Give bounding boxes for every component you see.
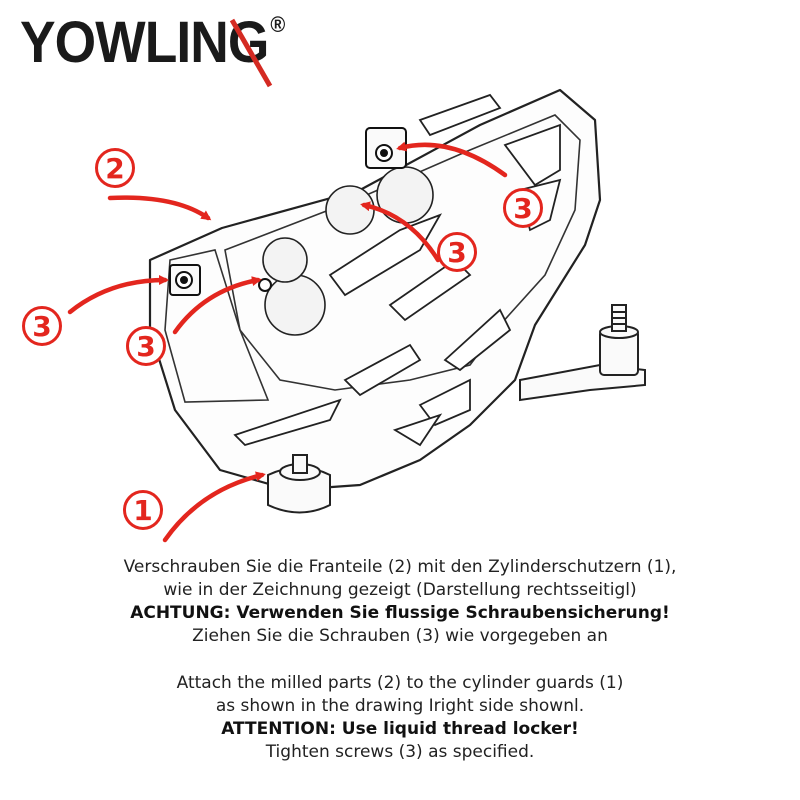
instructions: Verschrauben Sie die Franteile (2) mit d… bbox=[0, 556, 800, 764]
instruction-en-1: Attach the milled parts (2) to the cylin… bbox=[176, 673, 624, 693]
screw-center bbox=[258, 278, 272, 292]
inner-frame bbox=[164, 114, 581, 403]
right-mount bbox=[519, 304, 646, 402]
screws bbox=[169, 127, 407, 296]
screw-top bbox=[365, 127, 407, 169]
instruction-de-warning: ACHTUNG: Verwenden Sie flussige Schraube… bbox=[130, 603, 670, 623]
callout-2: 2 bbox=[95, 148, 135, 188]
guard-plate bbox=[148, 88, 602, 492]
screw-left bbox=[169, 264, 201, 296]
callout-3-top-right: 3 bbox=[503, 188, 543, 228]
callout-3-lower-left: 3 bbox=[126, 326, 166, 366]
language-divider-space bbox=[0, 648, 800, 672]
callout-1: 1 bbox=[123, 490, 163, 530]
brand-slash-mark bbox=[229, 18, 273, 88]
brand-name: YOWLING bbox=[20, 10, 269, 75]
instruction-en-warning: ATTENTION: Use liquid thread locker! bbox=[221, 719, 579, 739]
instruction-de-4: Ziehen Sie die Schrauben (3) wie vorgege… bbox=[192, 626, 608, 646]
callout-3-left: 3 bbox=[22, 306, 62, 346]
instruction-en-4: Tighten screws (3) as specified. bbox=[265, 742, 535, 762]
callout-arrows bbox=[67, 141, 508, 543]
instruction-de-1: Verschrauben Sie die Franteile (2) mit d… bbox=[123, 557, 677, 577]
round-bosses bbox=[262, 166, 434, 336]
callout-3-center: 3 bbox=[437, 232, 477, 272]
instruction-en-2: as shown in the drawing Iright side show… bbox=[215, 696, 585, 716]
bottom-mount bbox=[267, 454, 331, 514]
registered-mark: ® bbox=[270, 12, 285, 37]
instruction-de-2: wie in der Zeichnung gezeigt (Darstellun… bbox=[163, 580, 637, 600]
brand-logo: YOWLING® bbox=[20, 12, 285, 72]
